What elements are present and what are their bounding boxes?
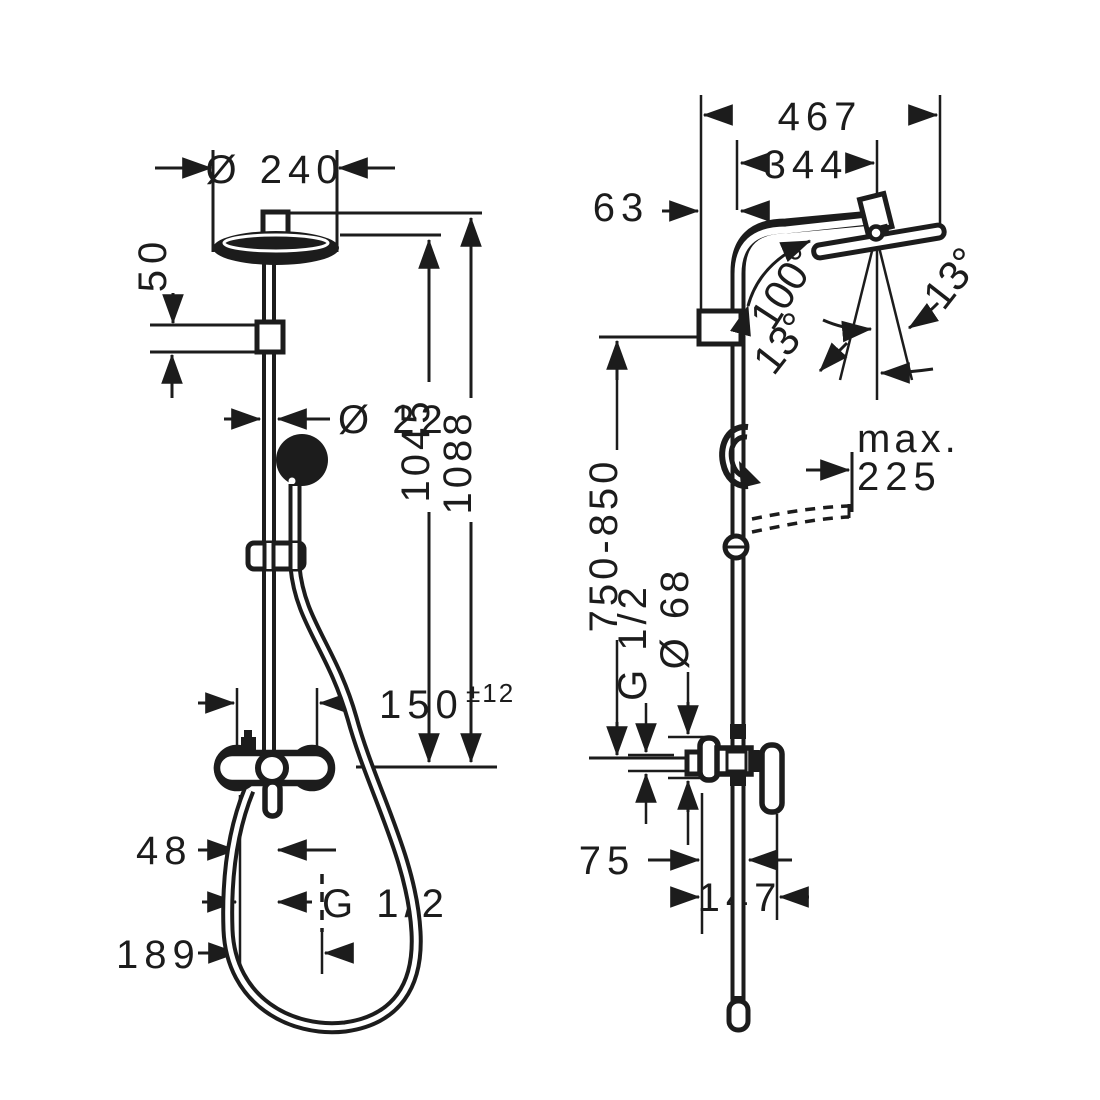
wall-bracket-side [696, 308, 744, 347]
hand-shower-wedge [739, 461, 761, 488]
valve-core [725, 750, 748, 773]
dim-outlet-offset: 48 [136, 829, 193, 873]
dim-wall-clearance: 63 [593, 186, 650, 230]
dim-head-offset: 50 [131, 236, 175, 293]
tilt-arc-right [879, 362, 934, 384]
dim-connection-thread: G 1/2 [611, 583, 655, 701]
pivoted-handshower-dash-bottom [751, 515, 850, 534]
dim-arm-reach: 344 [764, 143, 849, 187]
front-view [213, 209, 423, 1035]
dim-handshower-max-label: max. [857, 417, 960, 461]
dim-pipe-diameter: Ø 22 [338, 398, 449, 442]
ball-joint [867, 224, 885, 242]
tilt-arrow-left [818, 341, 849, 373]
hand-shower-head [276, 434, 328, 486]
dim-total-height: 1088 [436, 410, 480, 515]
handle-outline [719, 423, 749, 490]
overhead-shower-rim [222, 233, 330, 253]
tilt-line-left [838, 234, 878, 381]
dim-hose-thread: G 1/2 [322, 882, 450, 926]
valve-center [255, 751, 289, 785]
dim-head-diameter: Ø 240 [206, 148, 345, 192]
tilt-arrow-right [908, 301, 940, 330]
mixer-valve-side [684, 724, 785, 815]
diverter-nub [244, 730, 252, 739]
dim-head-tilt-right: 13° [914, 239, 990, 318]
dim-total-reach: 467 [778, 95, 863, 139]
tilt-arc-left [822, 318, 873, 343]
dim-pipe-height: 1045 [394, 398, 438, 503]
dim-hose-wall-offset: 75 [579, 839, 636, 883]
dim-hose-loop-width: 189 [116, 933, 201, 977]
valve-lever-side [759, 742, 785, 815]
overhead-shower [213, 231, 339, 265]
mixer-valve-front [213, 730, 336, 819]
tilt-line-right [874, 234, 914, 381]
side-view: 100° 13° 13° [684, 190, 990, 1033]
valve-lever [262, 779, 283, 819]
dim-connection-tolerance: ±12 [466, 678, 515, 708]
swivel-arc [729, 239, 812, 337]
dim-handshower-max-height: 225 [857, 455, 942, 499]
dim-escutcheon-diameter: Ø 68 [653, 567, 697, 670]
hand-shower-nub [288, 477, 296, 485]
pivoted-handshower-dash-top [751, 504, 850, 521]
wall-bracket [254, 319, 286, 355]
pipe-nut-upper [730, 724, 746, 739]
hose-end-cap [726, 998, 751, 1033]
dim-slide-height-range: 750-850 [582, 458, 626, 633]
dim-connection-width: 150 [379, 683, 464, 727]
hand-shower-side [719, 423, 851, 561]
front-view-dimensions: Ø 240 50 1088 1045 Ø 22 150 ±12 48 [116, 148, 515, 977]
shower-hose-inner [225, 566, 419, 1031]
side-view-dimensions: 467 344 63 750-850 G 1/2 Ø 68 [579, 95, 960, 934]
head-angle-indicators: 100° 13° 13° [729, 234, 990, 400]
